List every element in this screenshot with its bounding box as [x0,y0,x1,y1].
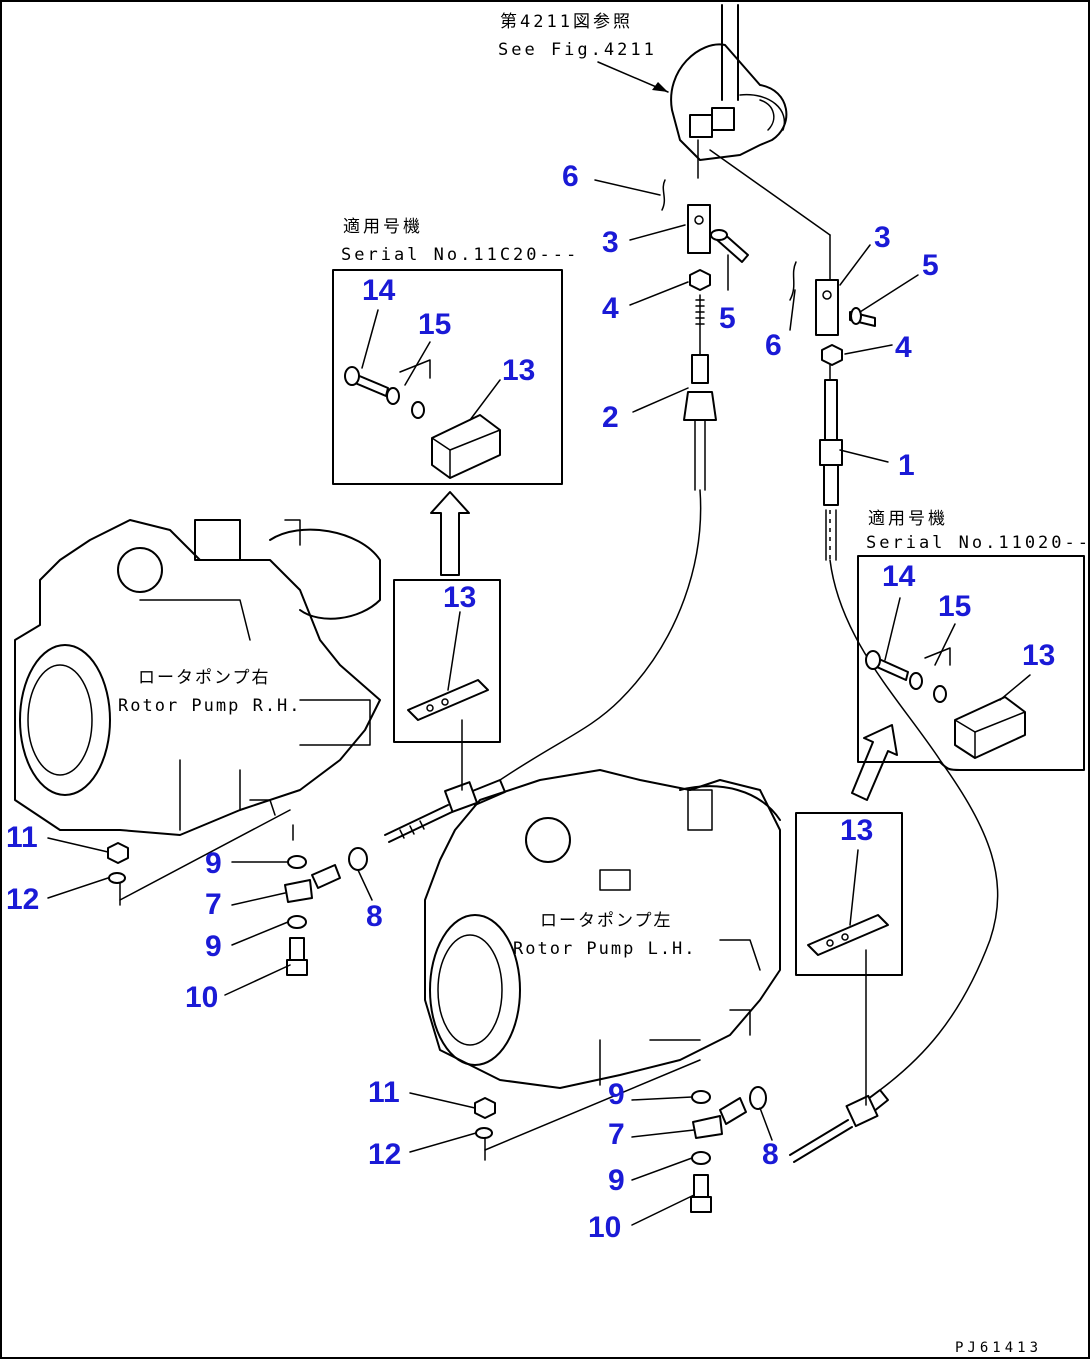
clevis-2 [683,391,717,421]
callout-8-left: 8 [366,900,383,933]
detail-right-parts [865,647,1026,759]
callout-10-left: 10 [185,981,218,1014]
arrow-up-left [430,491,470,576]
rotor-pump-lh [424,769,781,1161]
callout-6-left: 6 [562,160,579,193]
reference-arrowhead [652,82,668,92]
cotter-pin-6-left [661,179,666,211]
callout-1: 1 [898,449,915,482]
bolt-10-left [289,937,305,961]
washer-9-left-bottom [287,915,307,929]
drawing-code: PJ61413 [955,1340,1042,1356]
nut-8-left [348,847,368,871]
bracket-7-left [284,879,313,903]
callout-13-left-small: 13 [443,581,476,614]
washer-9-right-bottom [691,1151,711,1165]
callout-4-left: 4 [602,292,619,325]
callout-2: 2 [602,401,619,434]
nut-8-right [749,1086,767,1110]
detail-box-left-large [332,269,563,485]
callout-5-right: 5 [922,249,939,282]
callout-11-left: 11 [6,821,38,854]
serial-note-left-ja: 適用号機 [343,217,423,237]
callout-12-right: 12 [368,1138,401,1171]
serial-note-right-ja: 適用号機 [868,509,948,529]
bracket-7-right [692,1115,723,1139]
nut-4-right [821,344,843,366]
detail-box-left-small [393,579,501,743]
callout-4-right: 4 [895,331,912,364]
reference-note-ja: 第4211図参照 [500,12,633,32]
callout-3-right: 3 [874,221,891,254]
callout-13-left-large: 13 [502,354,535,387]
washer-9-left-top [287,855,307,869]
washer-12-left [108,872,126,884]
detail-left-parts [344,359,501,479]
right-link-assembly [789,234,876,561]
pump-lh-label-en: Rotor Pump L.H. [513,939,697,959]
callout-9-right-top: 9 [608,1078,625,1111]
callout-8-right: 8 [762,1138,779,1171]
callout-7-left: 7 [205,888,222,921]
callout-12-left: 12 [6,883,39,916]
cotter-pin-6-right [789,261,797,301]
rh-hardware [107,842,341,976]
lh-hardware [474,1090,747,1213]
pump-rh-label-en: Rotor Pump R.H. [118,696,302,716]
nut-11-left [107,842,129,864]
callout-7-right: 7 [608,1118,625,1151]
reference-note-en: See Fig.4211 [498,40,657,60]
callout-leaders [47,179,1031,1226]
serial-note-left-en: Serial No.11C20--- [341,245,579,265]
rotor-pump-rh [14,519,381,906]
serial-note-right-en: Serial No.11020--- [866,533,1090,553]
washer-12-right [475,1127,493,1139]
callout-3-left: 3 [602,226,619,259]
pump-lh-label-ja: ロータポンプ左 [540,911,673,931]
callout-10-right: 10 [588,1211,621,1244]
callout-5-left: 5 [719,302,736,335]
cable-end-left [348,779,506,871]
callouts: 6 3 4 5 2 3 5 6 4 1 14 15 13 13 14 15 13… [6,160,1055,1244]
callout-9-left-top: 9 [205,847,222,880]
callout-14-left: 14 [362,274,396,307]
bolt-10-right [693,1174,709,1198]
left-link-assembly [661,179,749,491]
callout-13-right-small: 13 [840,814,873,847]
lever-assembly [670,4,831,236]
nut-4-left [689,269,711,291]
nut-11-right [474,1097,496,1119]
callout-9-left-bottom: 9 [205,930,222,963]
callout-13-right-large: 13 [1022,639,1055,672]
detail-box-right-large [857,555,1085,771]
callout-9-right-bottom: 9 [608,1164,625,1197]
cable-left [499,489,702,781]
washer-9-right-top [691,1090,711,1104]
cable-end-right [749,1086,889,1163]
callout-14-right: 14 [882,560,916,593]
callout-15-left: 15 [418,308,451,341]
arrow-up-right [851,724,898,801]
callout-11-right: 11 [368,1076,400,1109]
pump-rh-label-ja: ロータポンプ右 [138,668,271,688]
callout-15-right: 15 [938,590,971,623]
callout-6-right: 6 [765,329,782,362]
detail-box-right-small [795,812,903,976]
